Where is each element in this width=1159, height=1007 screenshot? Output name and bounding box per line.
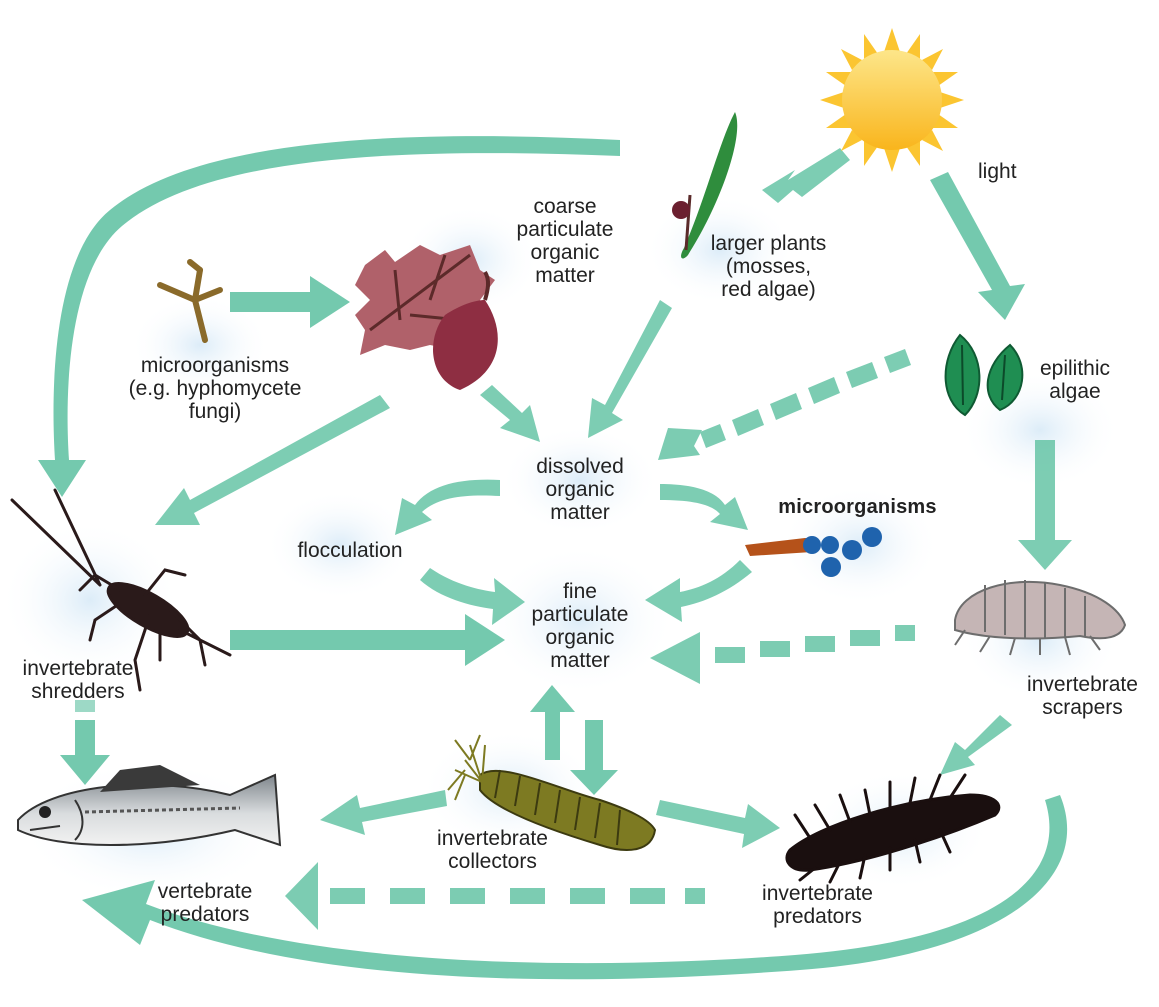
label-scrapers: invertebrate scrapers [1010,673,1155,719]
arrow-scrapers-to-fpom-dashed [650,625,915,684]
arrow-scrapers-to-inv-predators [940,715,1012,775]
label-flocculation: flocculation [280,539,420,562]
arrow-shredders-to-fpom [230,614,505,666]
label-collectors: invertebrate collectors [420,827,565,873]
label-cpom: coarse particulate organic matter [500,195,630,287]
arrow-collectors-to-inv-predators [656,800,780,848]
label-microorganisms: microorganisms [765,496,950,519]
arrow-plants-to-dom [588,300,672,438]
arrow-dom-to-microorganisms [660,484,748,530]
label-vertebrate-predators: vertebrate predators [140,880,270,926]
leaves-cpom-icon [355,245,498,390]
label-invertebrate-predators: invertebrate predators [745,882,890,928]
arrow-sun-to-algae [930,172,1025,320]
label-epilithic-algae: epilithic algae [1035,357,1115,403]
label-microorganisms-fungi: microorganisms (e.g. hyphomycete fungi) [100,354,330,423]
label-light: light [978,160,1017,183]
label-dom: dissolved organic matter [515,455,645,524]
arrow-sun-to-plants [762,148,850,203]
label-larger-plants: larger plants (mosses, red algae) [696,232,841,301]
arrow-cpom-to-dom [480,385,540,442]
sun-icon [820,28,964,172]
arrow-algae-to-dom-dashed [658,349,911,460]
label-shredders: invertebrate shredders [8,657,148,703]
label-fpom: fine particulate organic matter [515,580,645,672]
arrow-dom-to-flocculation [395,480,500,535]
